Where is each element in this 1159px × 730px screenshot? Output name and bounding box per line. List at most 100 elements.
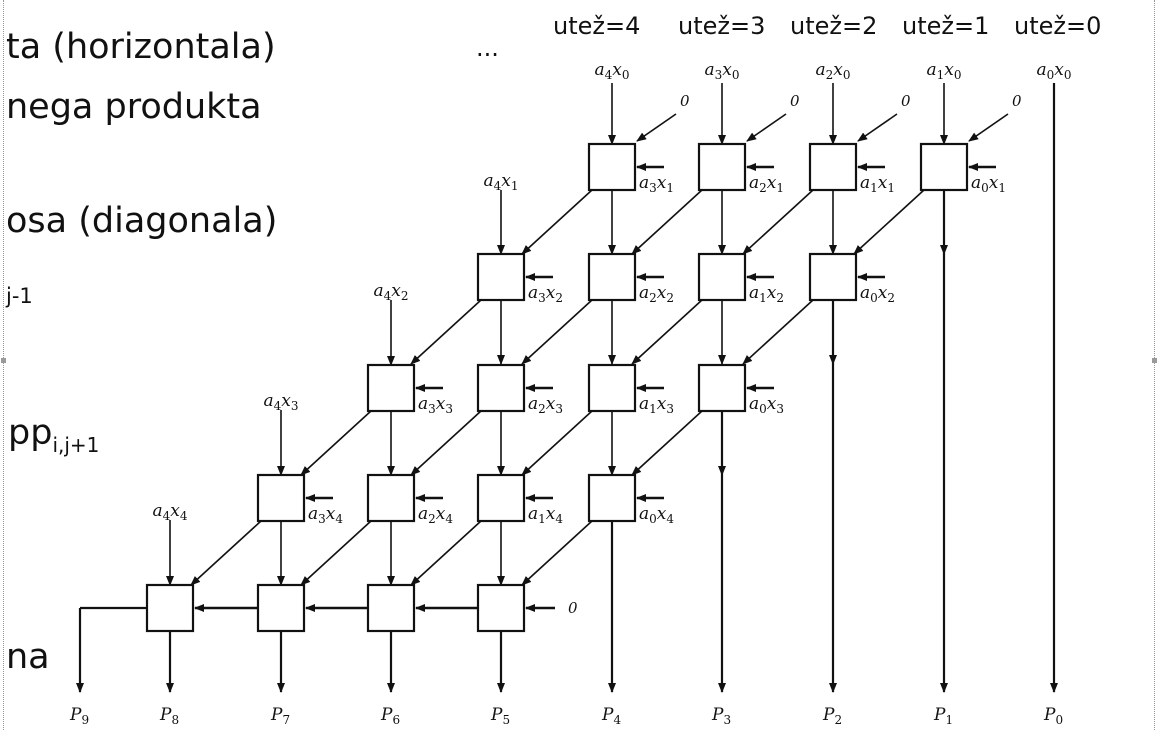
diagonal-wire-2-3 <box>631 410 703 476</box>
diagonal-wire-0-3 <box>853 189 925 255</box>
top-input-label-0: a4x0 <box>594 60 629 82</box>
zero-in-wire-0 <box>636 113 677 142</box>
cell-0-2 <box>808 142 858 192</box>
diagonal-wire-0-2 <box>742 189 814 255</box>
diagonal-wire-2-1 <box>410 410 482 476</box>
zero-in-label-1: 0 <box>790 92 800 110</box>
cell-operand-label-1-1: a2x2 <box>639 283 674 305</box>
adder-cell-2 <box>366 583 416 633</box>
slide-handle-left <box>1 358 6 363</box>
zero-in-label-2: 0 <box>901 92 911 110</box>
cell-0-1 <box>697 142 747 192</box>
top-input-label-1: a3x0 <box>704 60 739 82</box>
slide-text-line-1: ta (horizontala) <box>6 27 276 67</box>
cell-operand-label-2-2: a1x3 <box>639 394 674 416</box>
adder-cell-3 <box>476 583 526 633</box>
cell-0-0 <box>587 142 637 192</box>
cell-operand-label-0-0: a3x1 <box>639 173 674 195</box>
multiplier-cells <box>145 142 969 633</box>
top-input-label-4: a0x0 <box>1036 60 1071 82</box>
output-label-9: P9 <box>69 705 89 727</box>
adder-cell-0 <box>145 583 195 633</box>
slide-text-line-3: osa (diagonala) <box>6 201 278 241</box>
output-label-4: P4 <box>601 705 621 727</box>
diagonal-wire-2-0 <box>300 410 372 476</box>
diagonal-wire-3-0 <box>190 520 262 586</box>
cell-operand-label-1-3: a0x2 <box>860 283 895 305</box>
cell-3-1 <box>366 473 416 523</box>
bottom-zero-label: 0 <box>568 599 578 617</box>
zero-in-wire-1 <box>746 113 787 142</box>
weight-label-0: utež=0 <box>1014 12 1102 40</box>
cell-3-0 <box>256 473 306 523</box>
cell-1-2 <box>697 252 747 302</box>
cell-2-0 <box>366 363 416 413</box>
slide-text-index: j-1 <box>6 284 33 308</box>
diagonal-wire-1-0 <box>410 299 482 365</box>
diagonal-wire-2-2 <box>521 410 593 476</box>
cell-operand-label-2-0: a3x3 <box>418 394 453 416</box>
cell-operand-label-2-1: a2x3 <box>528 394 563 416</box>
cell-operand-label-1-0: a3x2 <box>528 283 563 305</box>
cell-3-2 <box>476 473 526 523</box>
cell-1-1 <box>587 252 637 302</box>
cell-operand-label-0-2: a1x1 <box>860 173 895 195</box>
cell-0-3 <box>919 142 969 192</box>
row-left-label-2: a4x2 <box>373 281 408 303</box>
cell-operand-label-3-0: a3x4 <box>308 504 343 526</box>
diagonal-wire-3-3 <box>521 520 593 586</box>
cell-operand-label-2-3: a0x3 <box>749 394 784 416</box>
weight-label-4: utež=4 <box>553 12 641 40</box>
top-input-label-2: a2x0 <box>815 60 850 82</box>
output-label-2: P2 <box>822 705 842 727</box>
pp-base: pp <box>8 413 53 453</box>
cell-1-0 <box>476 252 526 302</box>
slide-pp-label: ppi,j+1 <box>8 413 100 457</box>
diagonal-wire-3-2 <box>410 520 482 586</box>
cell-2-2 <box>587 363 637 413</box>
cell-operand-label-0-3: a0x1 <box>971 173 1006 195</box>
weight-label-3: utež=3 <box>678 12 766 40</box>
top-input-label-3: a1x0 <box>926 60 961 82</box>
cell-operand-label-3-3: a0x4 <box>639 504 674 526</box>
diagonal-wire-1-2 <box>631 299 703 365</box>
slide-right-edge <box>1154 0 1155 730</box>
cell-operand-label-3-1: a2x4 <box>418 504 453 526</box>
zero-in-wire-2 <box>857 113 898 142</box>
pp-subscript: i,j+1 <box>52 433 100 457</box>
diagonal-wire-1-3 <box>742 299 814 365</box>
adder-cell-1 <box>256 583 306 633</box>
weight-label-1: utež=1 <box>902 12 990 40</box>
wires <box>76 83 1058 693</box>
output-label-6: P6 <box>380 705 400 727</box>
output-label-5: P5 <box>490 705 510 727</box>
cell-1-3 <box>808 252 858 302</box>
slide-text-line-5: na <box>6 637 50 677</box>
slide-left-edge <box>3 0 4 730</box>
cell-operand-label-3-2: a1x4 <box>528 504 563 526</box>
slide-handle-right <box>1152 358 1157 363</box>
zero-in-wire-3 <box>968 113 1009 142</box>
cell-2-1 <box>476 363 526 413</box>
ellipsis: ... <box>476 34 499 62</box>
slide-text-line-2: nega produkta <box>6 87 262 127</box>
output-label-7: P7 <box>270 705 290 727</box>
diagonal-wire-1-1 <box>521 299 593 365</box>
cell-operand-label-1-2: a1x2 <box>749 283 784 305</box>
row-left-label-1: a4x1 <box>483 171 518 193</box>
diagonal-wire-3-1 <box>300 520 372 586</box>
weight-label-2: utež=2 <box>790 12 878 40</box>
cell-operand-label-0-1: a2x1 <box>749 173 784 195</box>
output-label-1: P1 <box>933 705 953 727</box>
diagonal-wire-0-0 <box>521 189 593 255</box>
cell-3-3 <box>587 473 637 523</box>
output-label-0: P0 <box>1043 705 1063 727</box>
output-label-3: P3 <box>711 705 731 727</box>
zero-in-label-0: 0 <box>680 92 690 110</box>
diagonal-wire-0-1 <box>631 189 703 255</box>
row-left-label-3: a4x3 <box>263 391 298 413</box>
cell-2-3 <box>697 363 747 413</box>
